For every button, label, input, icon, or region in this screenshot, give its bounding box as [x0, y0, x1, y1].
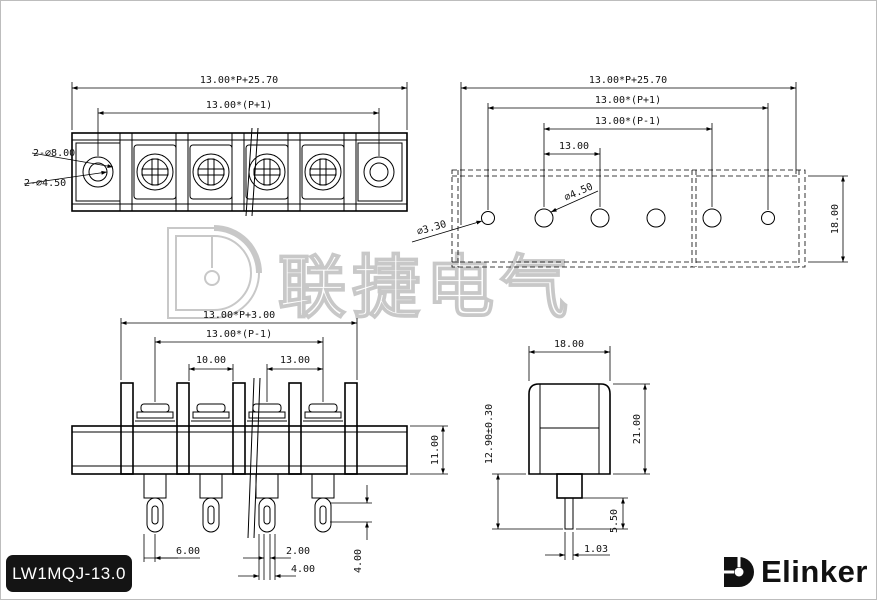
pcb-dim-p-minus-1: 13.00*(P-1): [595, 116, 661, 127]
brand-logo: Elinker: [722, 552, 868, 592]
pcb-hole-small-left-icon: [481, 211, 495, 225]
top-view: 13.00*P+25.70 13.00*(P+1) 2-⌀8.00 2-⌀4.5…: [23, 75, 408, 217]
front-dim-overall: 13.00*P+3.00: [203, 310, 275, 321]
brand-logo-icon: [724, 557, 754, 587]
screw-terminal-3-icon: [245, 144, 289, 200]
screw-head-2-icon: [191, 403, 231, 422]
screw-head-1-icon: [135, 403, 175, 422]
model-number: LW1MQJ-13.0: [12, 564, 126, 583]
pcb-hole-3-icon: [646, 208, 666, 228]
pcb-dim-pitch: 13.00: [559, 141, 589, 152]
pcb-hole-2-icon: [590, 208, 610, 228]
pcb-hole-1-icon: [534, 208, 554, 228]
pin-1-icon: [143, 473, 167, 533]
brand-name: Elinker: [761, 554, 868, 589]
pcb-layout-view: 13.00*P+25.70 13.00*(P+1) 13.00*(P-1) 13…: [411, 75, 848, 268]
front-dim-height: 11.00: [430, 435, 441, 465]
side-pin-icon: [564, 497, 574, 530]
pcb-dim-overall: 13.00*P+25.70: [589, 75, 667, 86]
front-dim-barrier-gap: 10.00: [196, 355, 226, 366]
front-dim-pin-width: 2.00: [286, 546, 310, 557]
side-view: 18.00 21.00 12.90±0.30 5.50 1.03: [484, 339, 650, 560]
front-dim-pitch: 13.00: [280, 355, 310, 366]
screw-terminal-2-icon: [189, 144, 233, 200]
side-dim-pin-length: 5.50: [609, 509, 620, 533]
front-dim-pin-offset: 6.00: [176, 546, 200, 557]
dim-pitch-span: 13.00*(P+1): [206, 100, 272, 111]
pin-3-icon: [255, 473, 279, 533]
dim-screw-hole: 2-⌀4.50: [24, 178, 66, 189]
pcb-dim-hole-small: ⌀3.30: [416, 219, 448, 238]
pcb-hole-4-icon: [702, 208, 722, 228]
side-dim-pin-thickness: 1.03: [584, 544, 608, 555]
front-dim-span: 13.00*(P-1): [206, 329, 272, 340]
front-dim-pin-pitch: 4.00: [291, 564, 315, 575]
screw-head-4-icon: [303, 403, 343, 422]
pcb-dim-depth: 18.00: [830, 204, 841, 234]
screw-terminal-1-icon: [133, 144, 177, 200]
front-dim-pin-slot: 4.00: [353, 549, 364, 573]
front-view: 13.00*P+3.00 13.00*(P-1) 10.00 13.00 11.…: [71, 310, 448, 580]
watermark-text: 联捷电气: [278, 249, 574, 328]
pcb-dim-p-plus-1: 13.00*(P+1): [595, 95, 661, 106]
side-dim-width: 18.00: [554, 339, 584, 350]
pcb-dim-hole-large: ⌀4.50: [563, 181, 595, 203]
pcb-hole-small-right-icon: [761, 211, 775, 225]
pin-4-icon: [311, 473, 335, 533]
side-dim-body-height: 12.90±0.30: [484, 404, 495, 464]
side-dim-height: 21.00: [632, 414, 643, 444]
dim-mount-hole: 2-⌀8.00: [33, 148, 75, 159]
pin-2-icon: [199, 473, 223, 533]
screw-terminal-4-icon: [301, 144, 345, 200]
mount-hole-right-icon: [363, 156, 395, 188]
dim-overall: 13.00*P+25.70: [200, 75, 278, 86]
model-badge: LW1MQJ-13.0: [6, 555, 132, 592]
mount-hole-left-icon: [82, 156, 114, 188]
watermark-logo-icon: [167, 225, 262, 319]
